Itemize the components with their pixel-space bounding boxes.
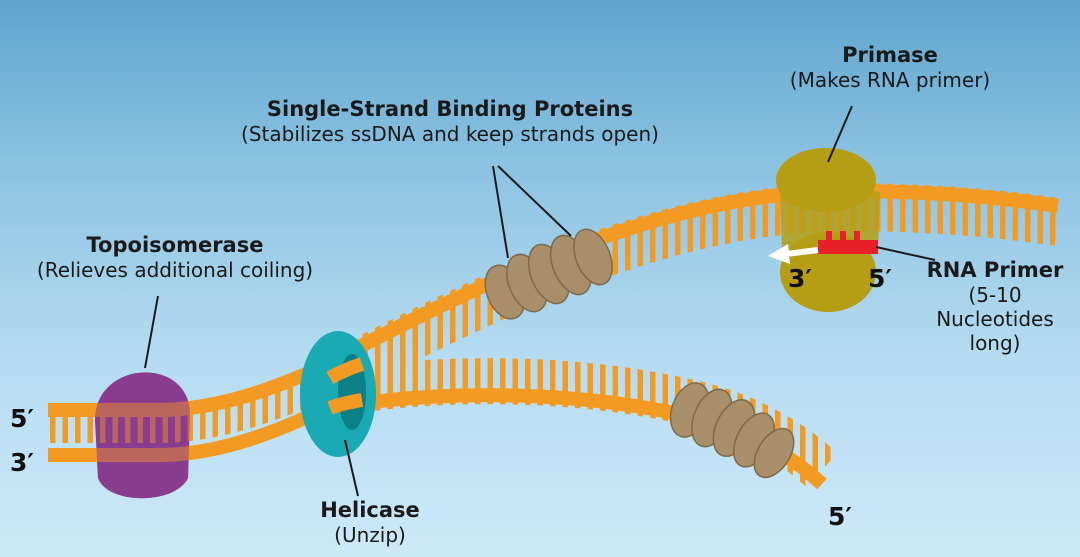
five-prime-lower-label: 5′ xyxy=(828,502,852,531)
ssb-title: Single-Strand Binding Proteins xyxy=(266,97,634,121)
topoisomerase-subtitle: (Relieves additional coiling) xyxy=(36,258,314,283)
topoisomerase-front xyxy=(95,372,190,499)
rna-primer-line2: Nucleotides xyxy=(936,307,1054,332)
rna-primer-label: RNA Primer (5-10 Nucleotides long) xyxy=(920,258,1070,355)
upper-dna-strand xyxy=(318,183,1062,400)
primase-subtitle: (Makes RNA primer) xyxy=(789,68,991,93)
rna-primer-title: RNA Primer xyxy=(926,258,1064,282)
ssb-cluster-upper xyxy=(484,228,613,320)
ssb-label: Single-Strand Binding Proteins (Stabiliz… xyxy=(210,97,690,146)
helicase-label: Helicase (Unzip) xyxy=(300,498,440,547)
helicase-subtitle: (Unzip) xyxy=(334,523,406,548)
rna-primer xyxy=(818,231,878,254)
three-prime-primer-label: 3′ xyxy=(788,264,812,293)
helicase-title: Helicase xyxy=(320,498,420,522)
three-prime-left-label: 3′ xyxy=(10,448,34,477)
helicase-ring xyxy=(300,331,376,457)
primase-title: Primase xyxy=(842,43,938,67)
synthesis-arrow xyxy=(768,244,819,264)
rna-primer-line1: (5-10 xyxy=(968,283,1022,308)
five-prime-primer-label: 5′ xyxy=(868,264,892,293)
primase-label: Primase (Makes RNA primer) xyxy=(770,43,1010,92)
five-prime-left-label: 5′ xyxy=(10,404,34,433)
rna-primer-line3: long) xyxy=(969,331,1021,356)
pointer-lines xyxy=(144,105,936,497)
ssb-cluster-lower xyxy=(669,382,795,479)
ssb-subtitle: (Stabilizes ssDNA and keep strands open) xyxy=(241,122,659,147)
topoisomerase-label: Topoisomerase (Relieves additional coili… xyxy=(20,233,330,282)
topoisomerase-title: Topoisomerase xyxy=(86,233,264,257)
